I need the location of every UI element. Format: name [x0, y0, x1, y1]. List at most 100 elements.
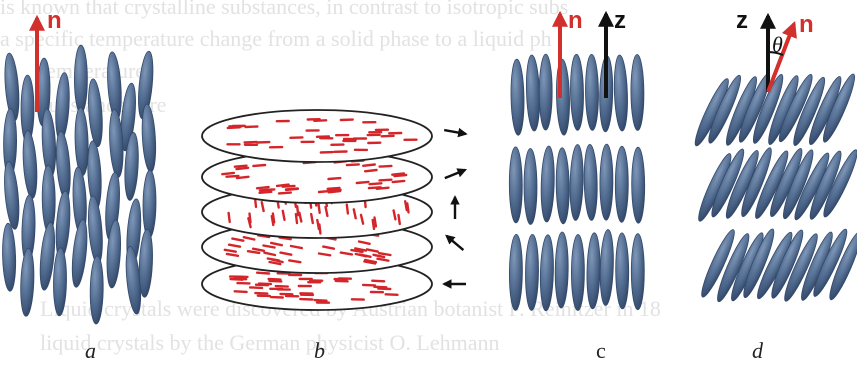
rod-mark: [374, 287, 386, 288]
molecule-ellipse: [525, 234, 539, 310]
rod-mark: [227, 176, 239, 177]
molecule-ellipse: [509, 234, 523, 310]
molecule-group-a: [2, 45, 158, 324]
molecule-ellipse: [525, 55, 541, 131]
molecule-ellipse: [615, 233, 629, 309]
layer-director-arrow: [444, 130, 466, 134]
molecule-ellipse: [510, 59, 524, 135]
molecule-ellipse: [86, 78, 104, 147]
rod-mark: [250, 287, 262, 288]
rod-mark: [263, 189, 275, 190]
molecule-ellipse: [570, 54, 584, 130]
rod-mark: [283, 211, 285, 220]
molecule-ellipse: [631, 54, 645, 130]
rod-mark: [363, 165, 375, 166]
rod-mark: [229, 213, 230, 222]
rod-mark: [237, 168, 249, 169]
molecule-ellipse: [600, 144, 614, 220]
layer-disk-group: [202, 110, 432, 162]
rod-mark: [245, 142, 257, 143]
rod-mark: [250, 214, 251, 223]
rod-mark: [370, 183, 382, 184]
director-label-d: n: [799, 11, 814, 38]
molecule-ellipse: [585, 54, 599, 130]
rod-mark: [296, 214, 297, 223]
molecule-ellipse: [2, 161, 21, 230]
rod-mark: [269, 279, 281, 280]
rod-mark: [375, 218, 376, 227]
rod-mark: [257, 187, 269, 188]
molecule-ellipse: [555, 232, 569, 308]
rod-mark: [328, 188, 340, 189]
molecule-ellipse: [509, 147, 522, 223]
rod-mark: [347, 164, 359, 165]
molecule-ellipse: [19, 248, 35, 316]
rod-mark: [357, 182, 369, 183]
molecule-ellipse: [599, 229, 615, 305]
rod-mark: [276, 286, 288, 287]
rod-mark: [297, 206, 298, 215]
molecule-ellipse: [74, 107, 89, 175]
rod-mark: [279, 193, 291, 194]
rod-mark: [373, 220, 374, 229]
rod-mark: [246, 127, 258, 128]
molecule-ellipse: [143, 170, 157, 238]
rod-mark: [315, 300, 327, 301]
z-axis-label-d: z: [736, 7, 748, 34]
molecule-ellipse: [631, 234, 644, 310]
rod-mark: [283, 186, 295, 187]
molecule-group-d: [691, 72, 857, 305]
rod-mark: [395, 175, 407, 176]
rod-mark: [363, 285, 375, 286]
rod-mark: [380, 166, 392, 167]
rod-mark: [393, 181, 405, 182]
caption-c: c: [596, 338, 606, 363]
rod-mark: [222, 173, 234, 174]
rod-mark: [255, 293, 267, 294]
caption-a: a: [85, 338, 96, 363]
molecule-ellipse: [138, 229, 154, 297]
rod-mark: [286, 189, 298, 190]
molecule-ellipse: [540, 146, 555, 222]
layer-director-arrows: [444, 130, 466, 284]
molecule-ellipse: [539, 54, 552, 130]
rod-mark: [380, 180, 392, 181]
caption-b: b: [314, 338, 325, 363]
tilt-angle-label: θ: [772, 32, 783, 57]
z-axis-label-c: z: [614, 7, 626, 34]
molecule-ellipse: [569, 144, 584, 220]
molecule-ellipse: [90, 256, 104, 324]
rod-mark: [405, 201, 407, 210]
rod-mark: [319, 204, 320, 213]
molecule-ellipse: [524, 148, 537, 224]
molecule-ellipse: [571, 234, 584, 310]
molecule-ellipse: [140, 104, 157, 173]
layer-stack-b: [202, 110, 432, 310]
rod-mark: [372, 281, 384, 282]
molecule-ellipse: [586, 233, 601, 309]
molecule-ellipse: [53, 248, 67, 316]
layer-director-arrow: [445, 170, 465, 178]
molecule-ellipse: [583, 144, 598, 220]
director-label-c: n: [568, 7, 583, 34]
molecule-ellipse: [54, 131, 72, 200]
rod-mark: [382, 136, 394, 137]
molecule-ellipse: [74, 45, 87, 113]
molecule-ellipse: [539, 235, 554, 311]
panel-a-nematic: n a: [2, 7, 158, 363]
molecule-group-c: [509, 54, 645, 311]
rod-mark: [386, 294, 398, 295]
rod-mark: [235, 166, 247, 167]
rod-mark: [253, 165, 265, 166]
rod-mark: [234, 279, 246, 280]
rod-mark: [228, 127, 240, 128]
molecule-ellipse: [2, 223, 17, 291]
rod-mark: [235, 291, 247, 292]
rod-mark: [311, 214, 313, 223]
caption-d: d: [752, 338, 764, 363]
panel-d-smectic-c: z n θ d: [691, 7, 857, 363]
molecule-ellipse: [70, 219, 90, 288]
molecule-ellipse: [613, 55, 629, 131]
rod-mark: [319, 225, 320, 234]
molecule-ellipse: [556, 148, 570, 224]
